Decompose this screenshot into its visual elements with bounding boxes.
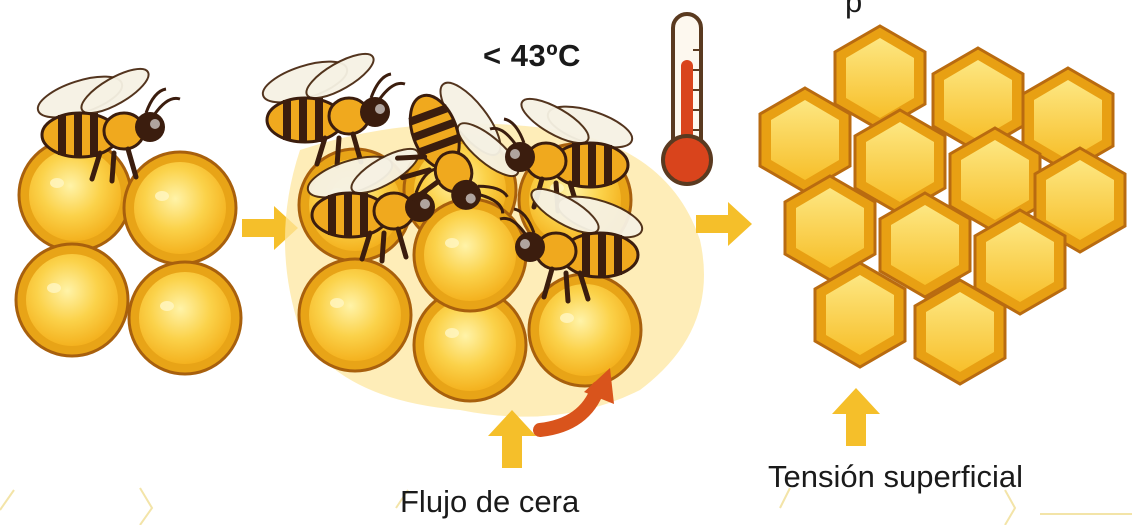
surface-tension-label: Tensión superficial — [768, 459, 1024, 494]
wax-drop — [14, 242, 130, 358]
wax-drop — [127, 260, 243, 376]
wax-drops-cluster-left — [14, 137, 243, 376]
arrow-up-icon — [488, 410, 536, 468]
hexagon-comb-icon — [758, 24, 1127, 386]
wax-drop — [297, 257, 413, 373]
thermometer-icon — [661, 12, 713, 186]
arrow-up-icon — [832, 388, 880, 446]
curved-arrow-icon — [533, 368, 614, 437]
temperature-label: < 43ºC — [483, 38, 581, 73]
wax-flow-label: Flujo de cera — [400, 484, 580, 519]
decorative-chevrons — [0, 487, 1132, 525]
cropped-top-text: p — [845, 0, 863, 19]
wax-drop — [122, 150, 238, 266]
arrow-right-icon — [696, 202, 752, 246]
